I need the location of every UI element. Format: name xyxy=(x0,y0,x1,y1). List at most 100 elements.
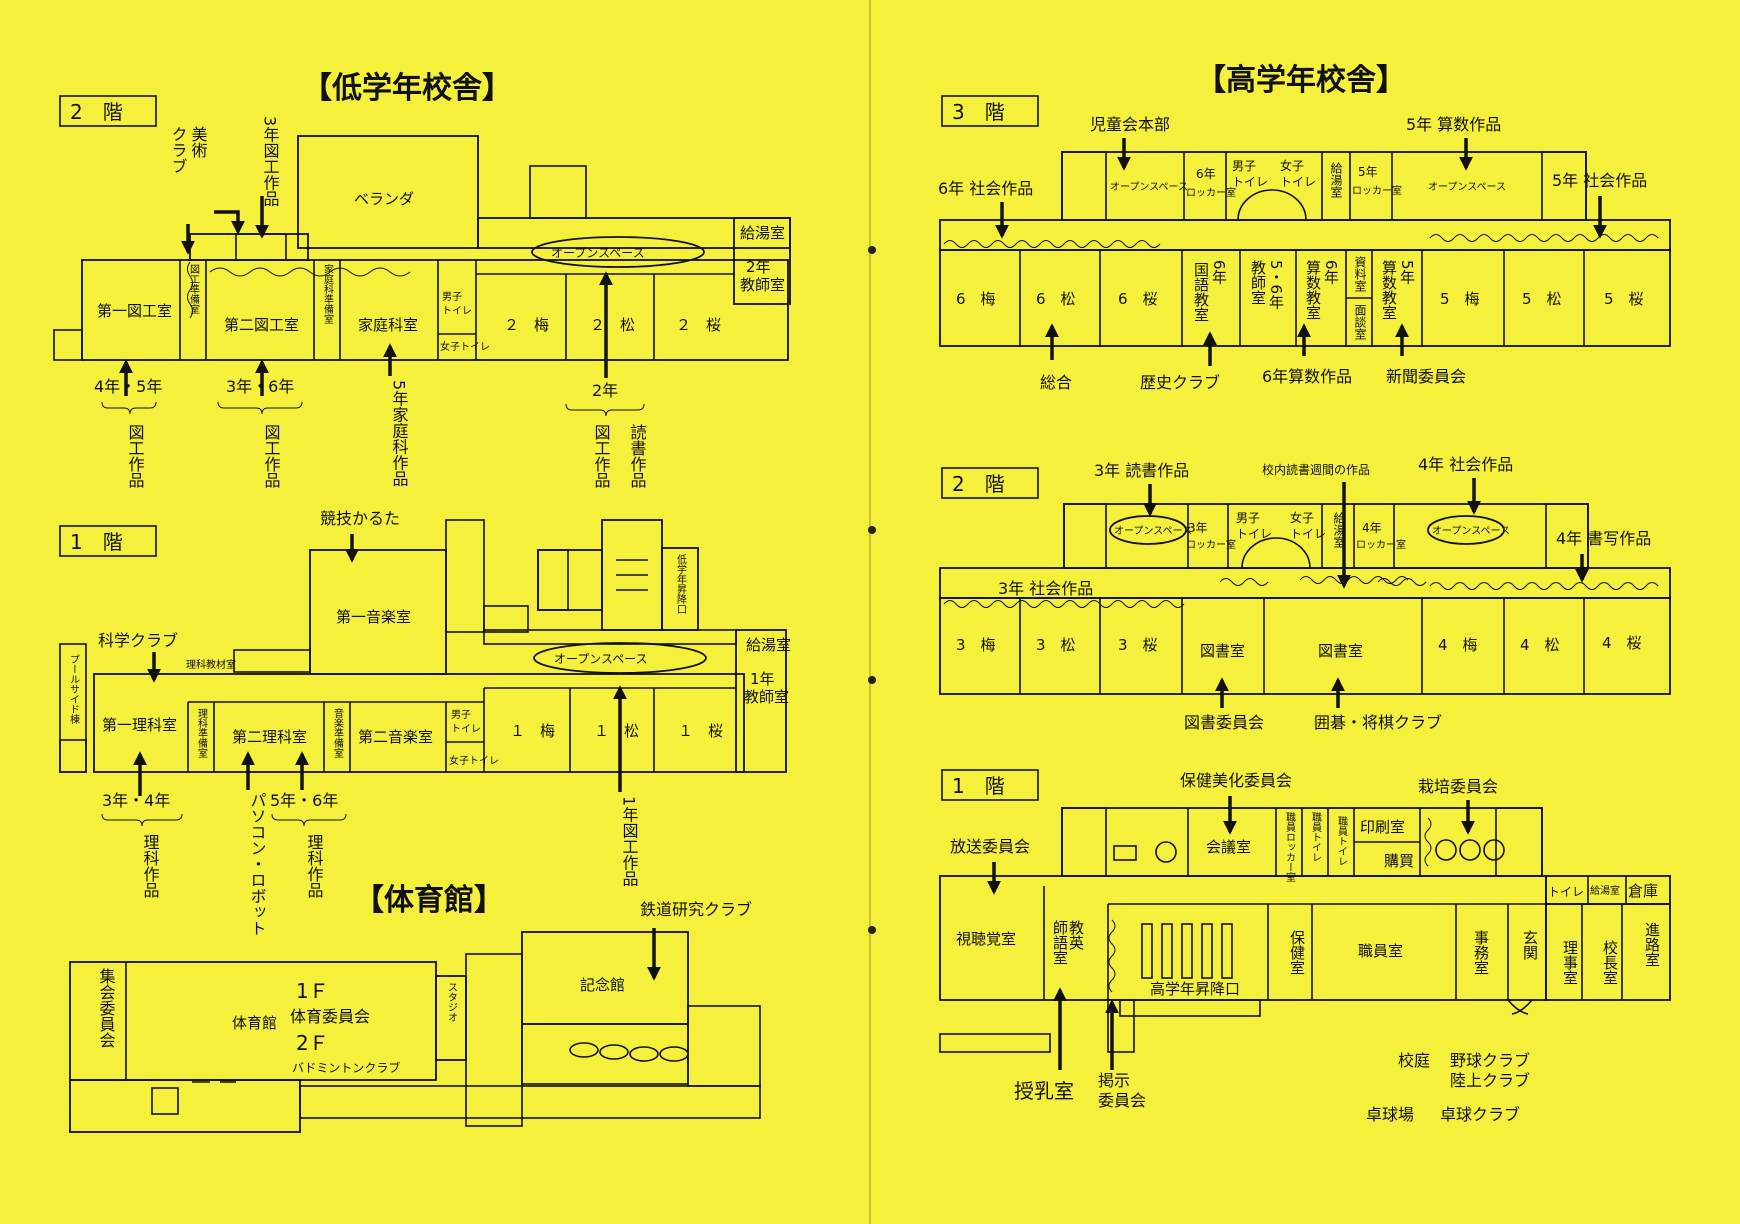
kokugo-room: 国語教室 xyxy=(1192,262,1210,322)
low-f2-onna: 女子トイレ xyxy=(440,340,490,353)
rikujo-club-label: 陸上クラブ xyxy=(1450,1071,1530,1090)
l56-works: 理科作品 xyxy=(305,834,324,898)
ongaku2-room: 第二音楽室 xyxy=(358,728,433,746)
rika1-room: 第一理科室 xyxy=(102,716,177,734)
high-f3-label: 3 階 xyxy=(952,100,1005,124)
l45-works: 図工作品 xyxy=(126,424,145,488)
shokuin-locker: 職員ロッカー室 xyxy=(1284,812,1296,882)
sansu5-room: 算数教室 xyxy=(1380,259,1398,320)
high-f3-onna-1: 女子 xyxy=(1280,158,1304,173)
low-f2-otoko: 男子 xyxy=(442,291,462,303)
high-f3-label-box xyxy=(941,95,1039,127)
svg-text:トイレ: トイレ xyxy=(451,724,481,735)
ongaku1-room: 第一音楽室 xyxy=(336,608,411,626)
zuko2-room: 第二図工室 xyxy=(224,316,299,334)
low-f2-label: 2 階 xyxy=(70,100,123,124)
shokuin-toilet-2: 職員トイレ xyxy=(1336,816,1348,866)
kaigi-room: 会議室 xyxy=(1206,838,1251,856)
rekishi-club-label: 歴史クラブ xyxy=(1140,373,1220,392)
high-f2-kyuto: 給湯室 xyxy=(1332,512,1346,548)
karuta-label: 競技かるた xyxy=(320,509,400,528)
room-5-sakura: 5 桜 xyxy=(1604,290,1644,308)
locker4-1: 4年 xyxy=(1362,521,1382,535)
svg-text:トイレ: トイレ xyxy=(442,306,472,317)
high-f2-open1: オープンスペース xyxy=(1114,525,1192,537)
dokusho-week-label: 校内読書週間の作品 xyxy=(1262,462,1370,477)
low-f1-open-space: オープンスペース xyxy=(554,652,648,666)
katei-jumbi-room: 家庭科準備室 xyxy=(322,263,334,324)
stairs-icon xyxy=(1061,151,1107,221)
low-f2-plan: ベランダ オープンスペース 給湯室 2年 教師室 第一図工室 図工準備室 第二図… xyxy=(53,135,791,361)
locker6-2: ロッカー室 xyxy=(1186,186,1236,199)
locker6-1: 6年 xyxy=(1196,167,1216,181)
room-4-sakura: 4 桜 xyxy=(1602,634,1642,652)
zuko-jumbi-room: 図工準備室 xyxy=(188,264,200,314)
gym-plan xyxy=(69,931,761,1133)
high-f3-open2: オープンスペース xyxy=(1428,181,1506,193)
igo-shogi-club-label: 囲碁・将棋クラブ xyxy=(1314,713,1442,732)
room-4-ume: 4 梅 xyxy=(1438,636,1478,654)
high-f2-onna-1: 女子 xyxy=(1290,510,1314,525)
high-building-title: 【高学年校舎】 xyxy=(1196,63,1406,98)
sansu5-a: 5年 xyxy=(1398,260,1416,285)
hoken-bika-label: 保健美化委員会 xyxy=(1180,771,1292,790)
low-f1-onna: 女子トイレ xyxy=(449,754,499,767)
binding-hole xyxy=(868,246,876,254)
svg-text:クラブ: クラブ xyxy=(169,126,188,174)
kyoshi-56-a: 5・6年 xyxy=(1267,260,1285,309)
l2-zuko-works: 図工作品 xyxy=(592,424,611,488)
locker4-2: ロッカー室 xyxy=(1356,538,1406,551)
rika2-room: 第二理科室 xyxy=(232,728,307,746)
sogo-label: 総合 xyxy=(1040,373,1072,392)
shiryo-room: 資料室 xyxy=(1353,256,1367,292)
studio-label: スタジオ xyxy=(446,982,458,1022)
high-f1-label-box xyxy=(941,769,1039,801)
low-f1-otoko: 男子 xyxy=(451,709,471,721)
tosho-room-1: 図書室 xyxy=(1200,642,1245,660)
eigo-label: 教英 xyxy=(1067,920,1085,950)
kocho-room: 校長室 xyxy=(1601,940,1619,985)
kokugo-6: 6年 xyxy=(1210,260,1228,285)
locker5-2: ロッカー室 xyxy=(1352,184,1402,197)
g4-shakai-label: 4年 社会作品 xyxy=(1418,455,1513,474)
kyoshi-56-b: 教師室 xyxy=(1249,260,1267,305)
low-f2-kyoshi-2: 教師室 xyxy=(740,276,785,294)
g5-sansu-label: 5年 算数作品 xyxy=(1406,115,1501,134)
low-f1-label: 1 階 xyxy=(70,530,123,554)
high-f3-kyuto: 給湯室 xyxy=(1329,162,1343,198)
svg-text:トイレ: トイレ xyxy=(1290,527,1326,541)
low-building-title: 【低学年校舎】 xyxy=(302,71,512,106)
low-f2-label-box xyxy=(59,95,157,127)
high-f2-label: 2 階 xyxy=(952,472,1005,496)
low-shoko: 低学年昇降口 xyxy=(675,553,687,614)
kobai-room: 購買 xyxy=(1384,852,1414,870)
yakyu-club-label: 野球クラブ xyxy=(1450,1051,1530,1070)
g6-shakai-label: 6年 社会作品 xyxy=(938,179,1033,198)
shokuin-room: 職員室 xyxy=(1358,942,1403,960)
zuko1-room: 第一図工室 xyxy=(97,302,172,320)
takkyujo-label: 卓球場 xyxy=(1366,1105,1414,1124)
g5-shakai-label: 5年 社会作品 xyxy=(1552,171,1647,190)
l1-zuko-works: 1年図工作品 xyxy=(620,796,639,886)
bijutsu-club-label: 美術 xyxy=(189,126,208,159)
stairs-icon xyxy=(53,329,83,361)
keiji-iinkai-2: 委員会 xyxy=(1098,1091,1146,1110)
soko-room: 倉庫 xyxy=(1628,882,1658,900)
high-f1-kyuto: 給湯室 xyxy=(1590,884,1620,897)
high-f1-toilet: トイレ xyxy=(1548,885,1584,899)
stairs-icon xyxy=(233,649,311,673)
shokuin-toilet-1: 職員トイレ xyxy=(1310,812,1322,862)
l36-label: 3年・6年 xyxy=(226,377,294,396)
shichokaku-room: 視聴覚室 xyxy=(956,930,1016,948)
room-3-sakura: 3 桜 xyxy=(1118,636,1158,654)
shinbun-iinkai-label: 新聞委員会 xyxy=(1386,367,1466,386)
gym-1f: 1Ｆ xyxy=(296,979,329,1003)
insatsu-room: 印刷室 xyxy=(1360,818,1405,836)
high-f1-label: 1 階 xyxy=(952,774,1005,798)
low-f2-kyuto: 給湯室 xyxy=(740,224,785,242)
high-f3-otoko-1: 男子 xyxy=(1232,159,1256,173)
room-6-matsu: 6 松 xyxy=(1036,290,1076,308)
stairs-icon xyxy=(537,549,569,611)
binding-hole xyxy=(868,526,876,534)
l2-dokusho-works: 読書作品 xyxy=(628,424,647,488)
